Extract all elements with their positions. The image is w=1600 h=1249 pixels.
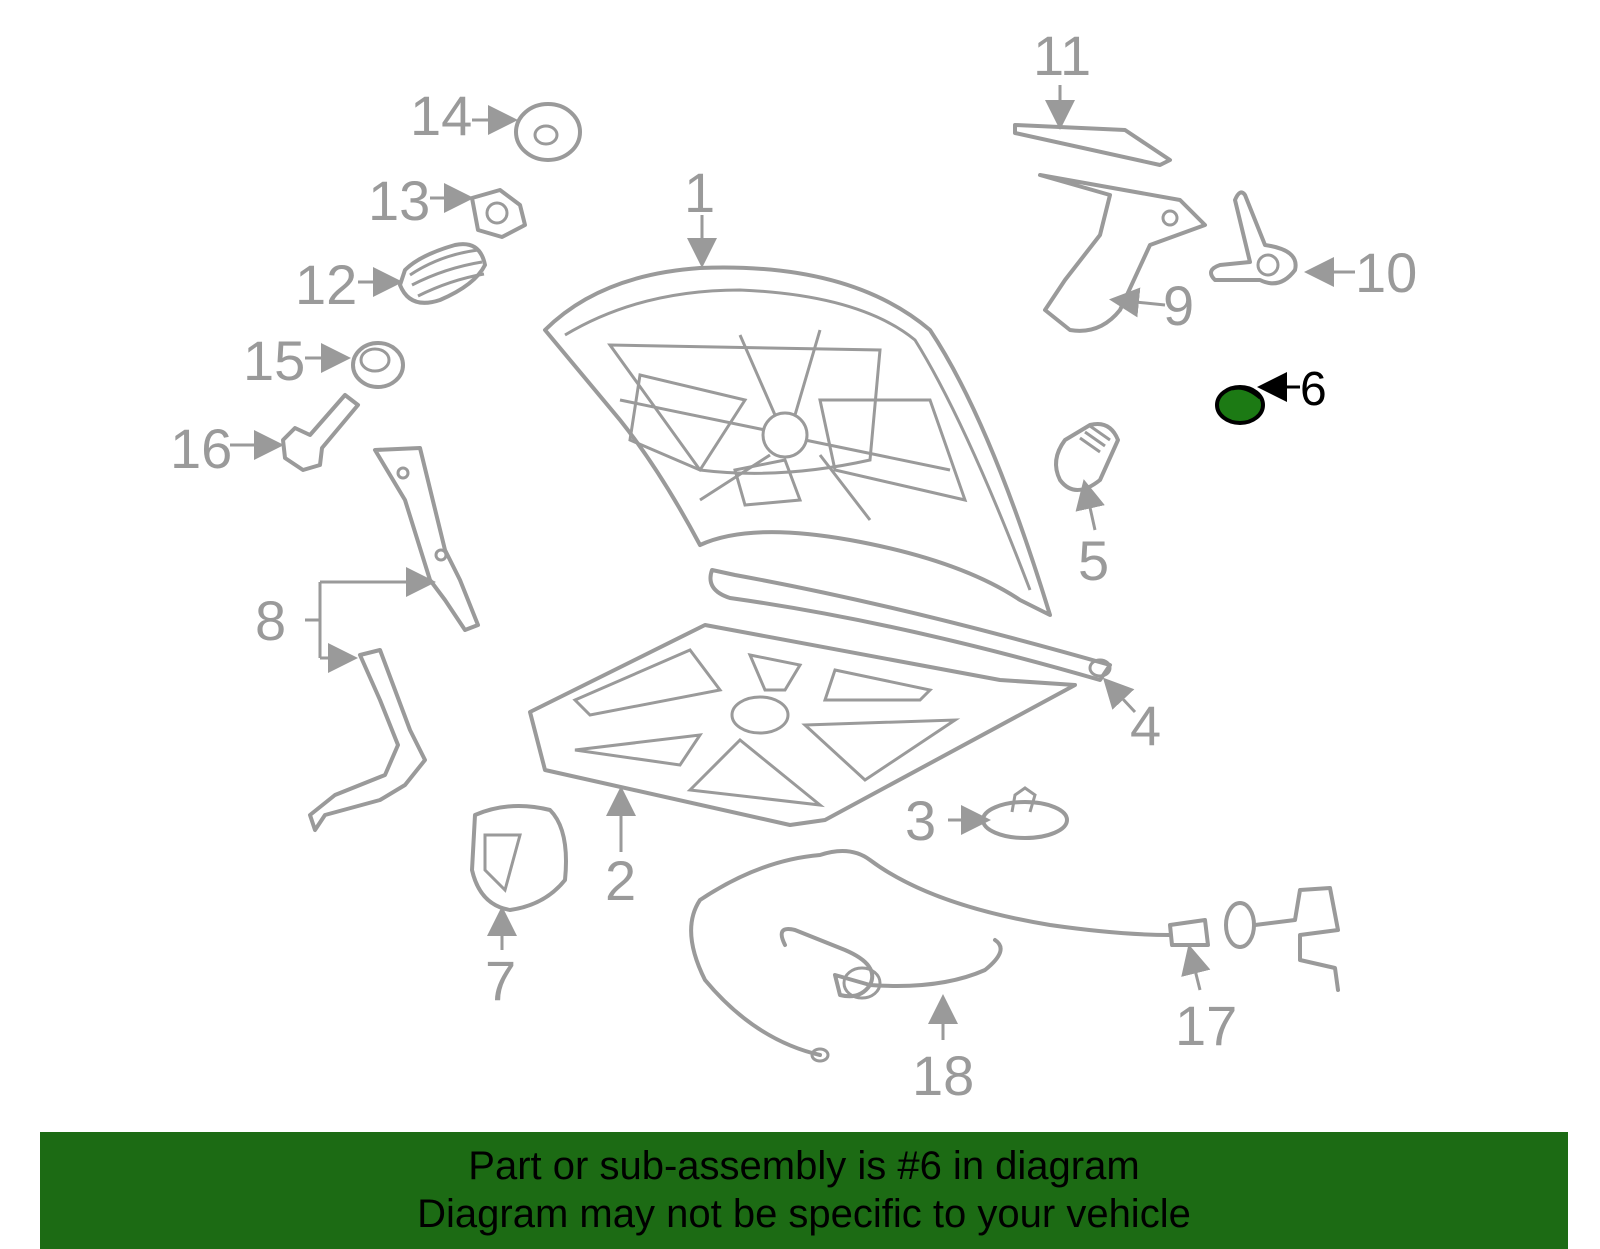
part-5-bumper — [1054, 422, 1120, 492]
callout-10: 10 — [1355, 241, 1417, 304]
part-15-washer — [351, 341, 405, 389]
callout-13: 13 — [368, 169, 430, 232]
callout-6: 6 — [1300, 363, 1327, 416]
banner-line-1: Part or sub-assembly is #6 in diagram — [468, 1144, 1140, 1188]
callout-16: 16 — [170, 417, 232, 480]
part-6-grommet — [1215, 385, 1265, 425]
callout-15: 15 — [243, 329, 305, 392]
part-8-brackets — [308, 446, 480, 832]
callout-11: 11 — [1033, 24, 1091, 87]
callout-9: 9 — [1163, 274, 1194, 337]
part-3-clip — [981, 786, 1069, 840]
part-2-inner-panel — [528, 623, 1077, 827]
part-17-release-cable — [689, 849, 1340, 1063]
callout-17: 17 — [1175, 994, 1237, 1057]
callout-12: 12 — [295, 253, 357, 316]
part-14-washer — [514, 102, 582, 162]
callout-labels: 1 2 3 4 5 6 7 8 9 10 11 12 13 14 15 16 1… — [170, 24, 1417, 1107]
callout-4: 4 — [1130, 694, 1161, 757]
part-18-prop-rod — [779, 927, 1003, 1000]
parts-diagram: 1 2 3 4 5 6 7 8 9 10 11 12 13 14 15 16 1… — [170, 24, 1417, 1107]
callout-5: 5 — [1078, 529, 1109, 592]
part-12-spring — [398, 242, 487, 305]
leader-lines — [230, 85, 1355, 1040]
part-7-insulator — [470, 804, 568, 912]
part-13-nut — [470, 188, 527, 239]
callout-2: 2 — [605, 849, 636, 912]
callout-18: 18 — [912, 1044, 974, 1107]
part-4-seal — [708, 568, 1112, 682]
part-10-spring — [1209, 190, 1298, 286]
banner-line-2: Diagram may not be specific to your vehi… — [417, 1192, 1191, 1236]
part-16-bolt — [281, 393, 360, 472]
part-11-strip — [1013, 123, 1172, 167]
info-banner: Part or sub-assembly is #6 in diagram Di… — [40, 1132, 1568, 1249]
callout-7: 7 — [485, 949, 516, 1012]
callout-1: 1 — [684, 161, 715, 224]
part-1-hood — [543, 265, 1052, 617]
callout-3: 3 — [905, 789, 936, 852]
part-9-hinge — [1038, 173, 1207, 333]
callout-8: 8 — [255, 589, 286, 652]
callout-14: 14 — [410, 84, 472, 147]
